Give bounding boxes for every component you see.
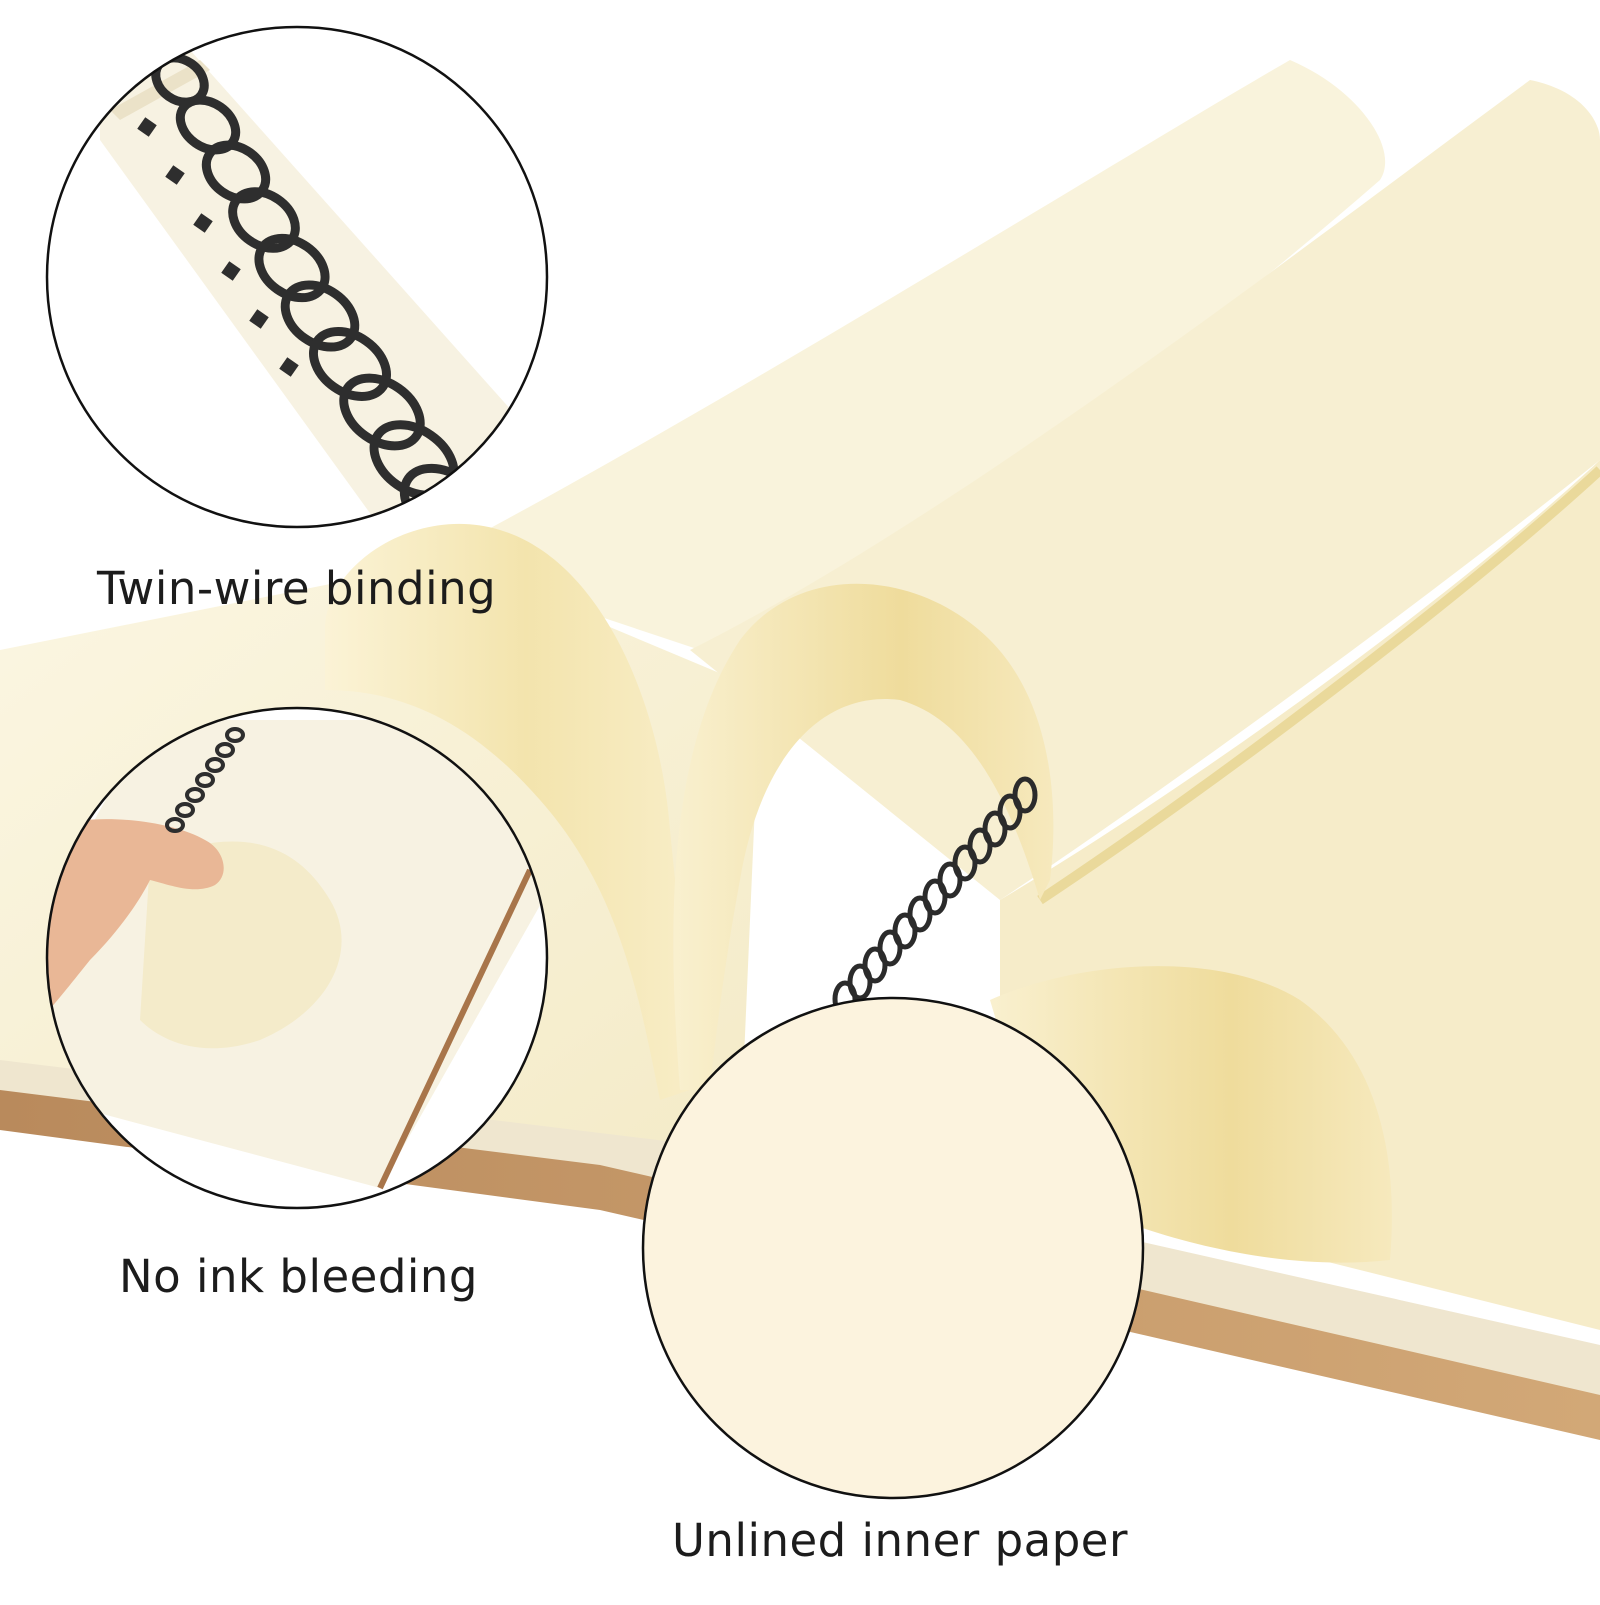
paper-closeup-circle: [641, 996, 1145, 1500]
paper-caption: Unlined inner paper: [672, 1514, 1128, 1567]
binding-caption: Twin-wire binding: [97, 562, 497, 615]
hand-icon: [47, 819, 224, 1020]
binding-closeup-circle: [45, 25, 549, 529]
ink-closeup-circle: [45, 706, 549, 1210]
ink-caption: No ink bleeding: [119, 1250, 478, 1303]
background-sketchbook: [0, 60, 1600, 1440]
small-wire-coil-icon: [165, 727, 245, 833]
background-wire-binding: [832, 776, 1038, 1018]
